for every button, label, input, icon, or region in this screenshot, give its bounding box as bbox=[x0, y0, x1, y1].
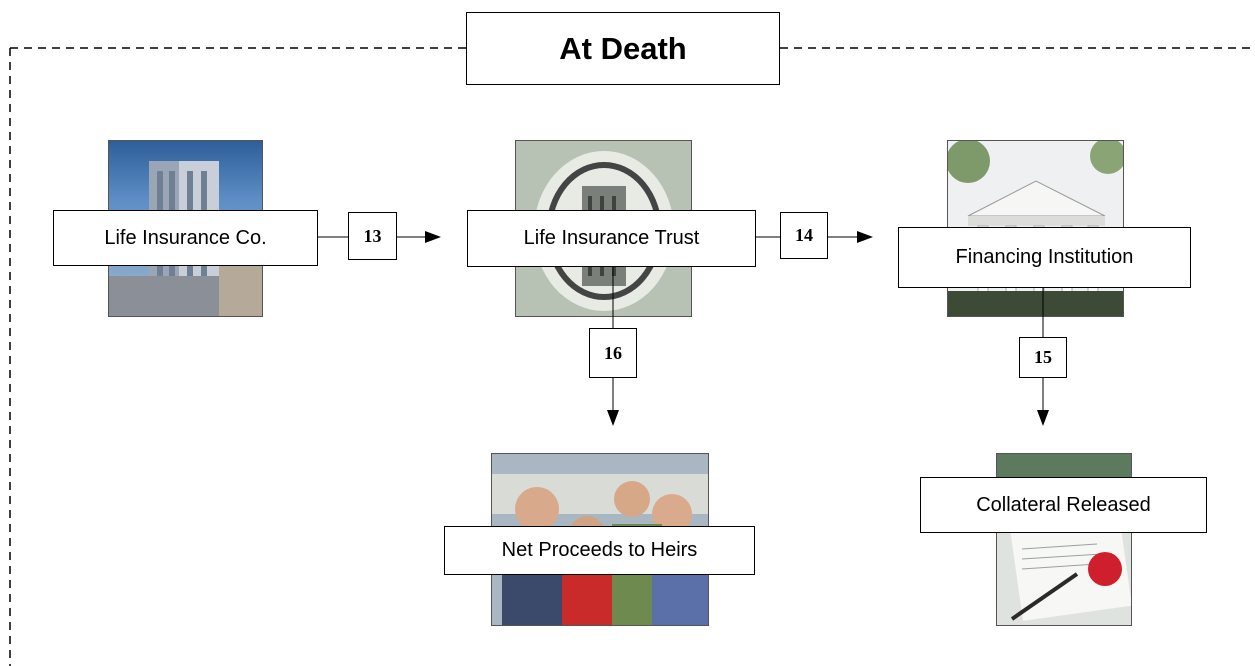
step-15: 15 bbox=[1019, 337, 1067, 378]
node-net-proceeds-to-heirs: Net Proceeds to Heirs bbox=[444, 526, 755, 575]
step-16: 16 bbox=[589, 328, 637, 378]
node-life-insurance-co: Life Insurance Co. bbox=[53, 210, 318, 266]
step-14: 14 bbox=[780, 212, 828, 259]
step-13: 13 bbox=[348, 212, 397, 260]
node-collateral-released: Collateral Released bbox=[920, 477, 1207, 533]
page-title: At Death bbox=[466, 12, 780, 85]
node-financing-institution: Financing Institution bbox=[898, 227, 1191, 288]
node-life-insurance-trust: Life Insurance Trust bbox=[467, 210, 756, 267]
